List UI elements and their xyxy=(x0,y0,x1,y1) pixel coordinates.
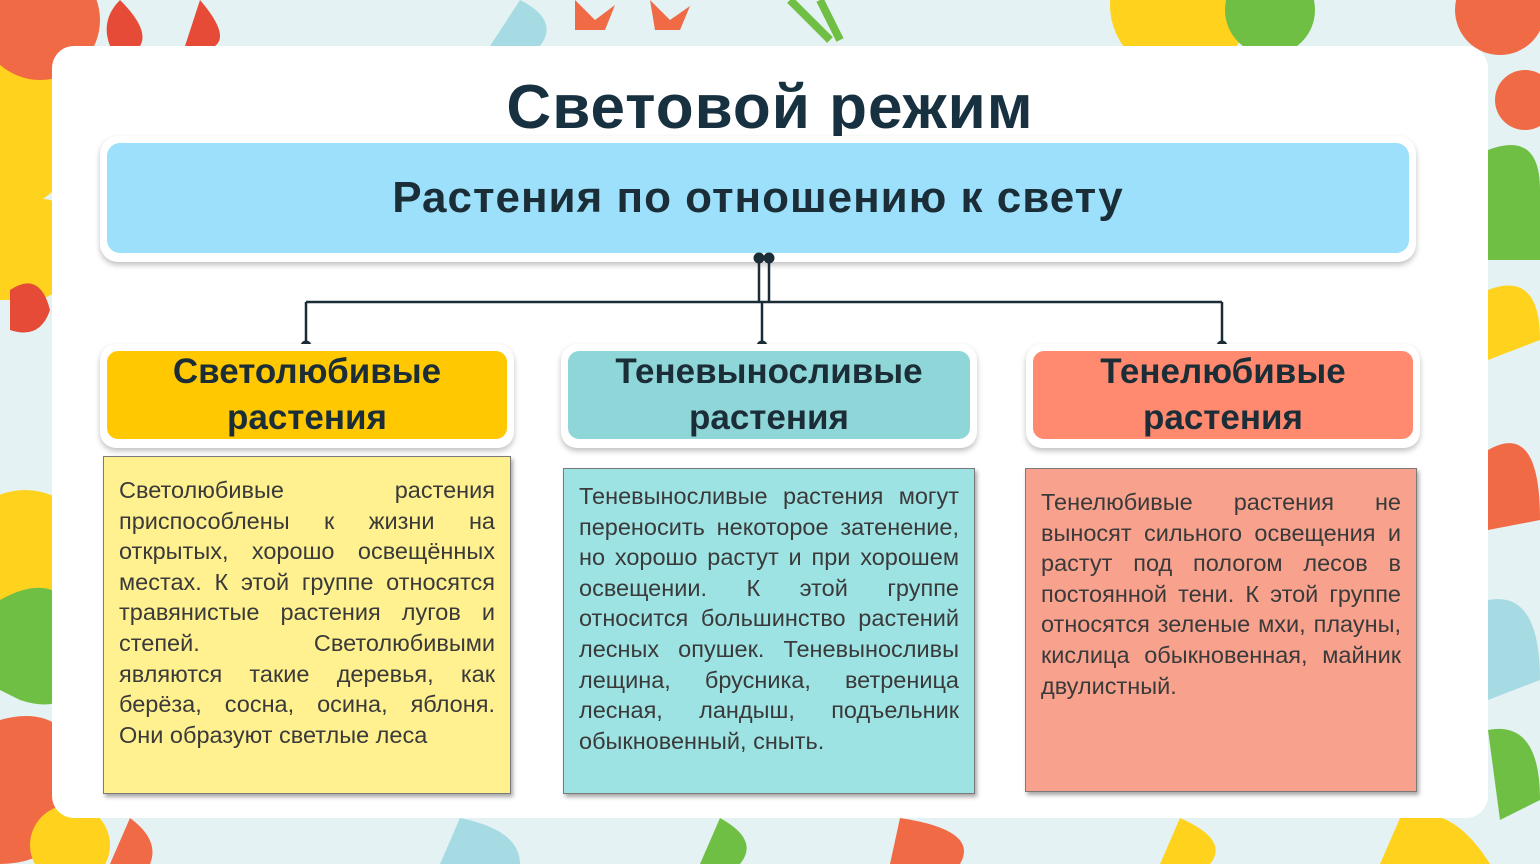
category-shade-loving: Тенелюбивые растения xyxy=(1026,344,1420,448)
root-node: Растения по отношению к свету xyxy=(100,136,1416,262)
description-shade-tolerant: Теневыносливые растения могут переносить… xyxy=(563,468,975,794)
category-light-loving-line1: Светолюбивые xyxy=(172,352,442,391)
category-light-loving-label: Светолюбивые растения xyxy=(107,351,507,439)
category-shade-tolerant-label: Теневыносливые растения xyxy=(568,351,970,439)
category-shade-loving-line1: Тенелюбивые xyxy=(1100,352,1346,391)
category-shade-tolerant-line1: Теневыносливые xyxy=(615,352,923,391)
category-shade-loving-label: Тенелюбивые растения xyxy=(1033,351,1413,439)
description-shade-loving: Тенелюбивые растения не выносят сильного… xyxy=(1025,468,1417,792)
category-light-loving-line2: растения xyxy=(226,398,387,437)
description-light-loving: Светолюбивые растения приспособлены к жи… xyxy=(103,456,511,794)
category-shade-loving-line2: растения xyxy=(1142,398,1303,437)
category-shade-tolerant: Теневыносливые растения xyxy=(561,344,977,448)
page-title: Световой режим xyxy=(506,73,1034,142)
root-node-label: Растения по отношению к свету xyxy=(107,143,1409,253)
category-shade-tolerant-line2: растения xyxy=(688,398,849,437)
category-light-loving: Светолюбивые растения xyxy=(100,344,514,448)
